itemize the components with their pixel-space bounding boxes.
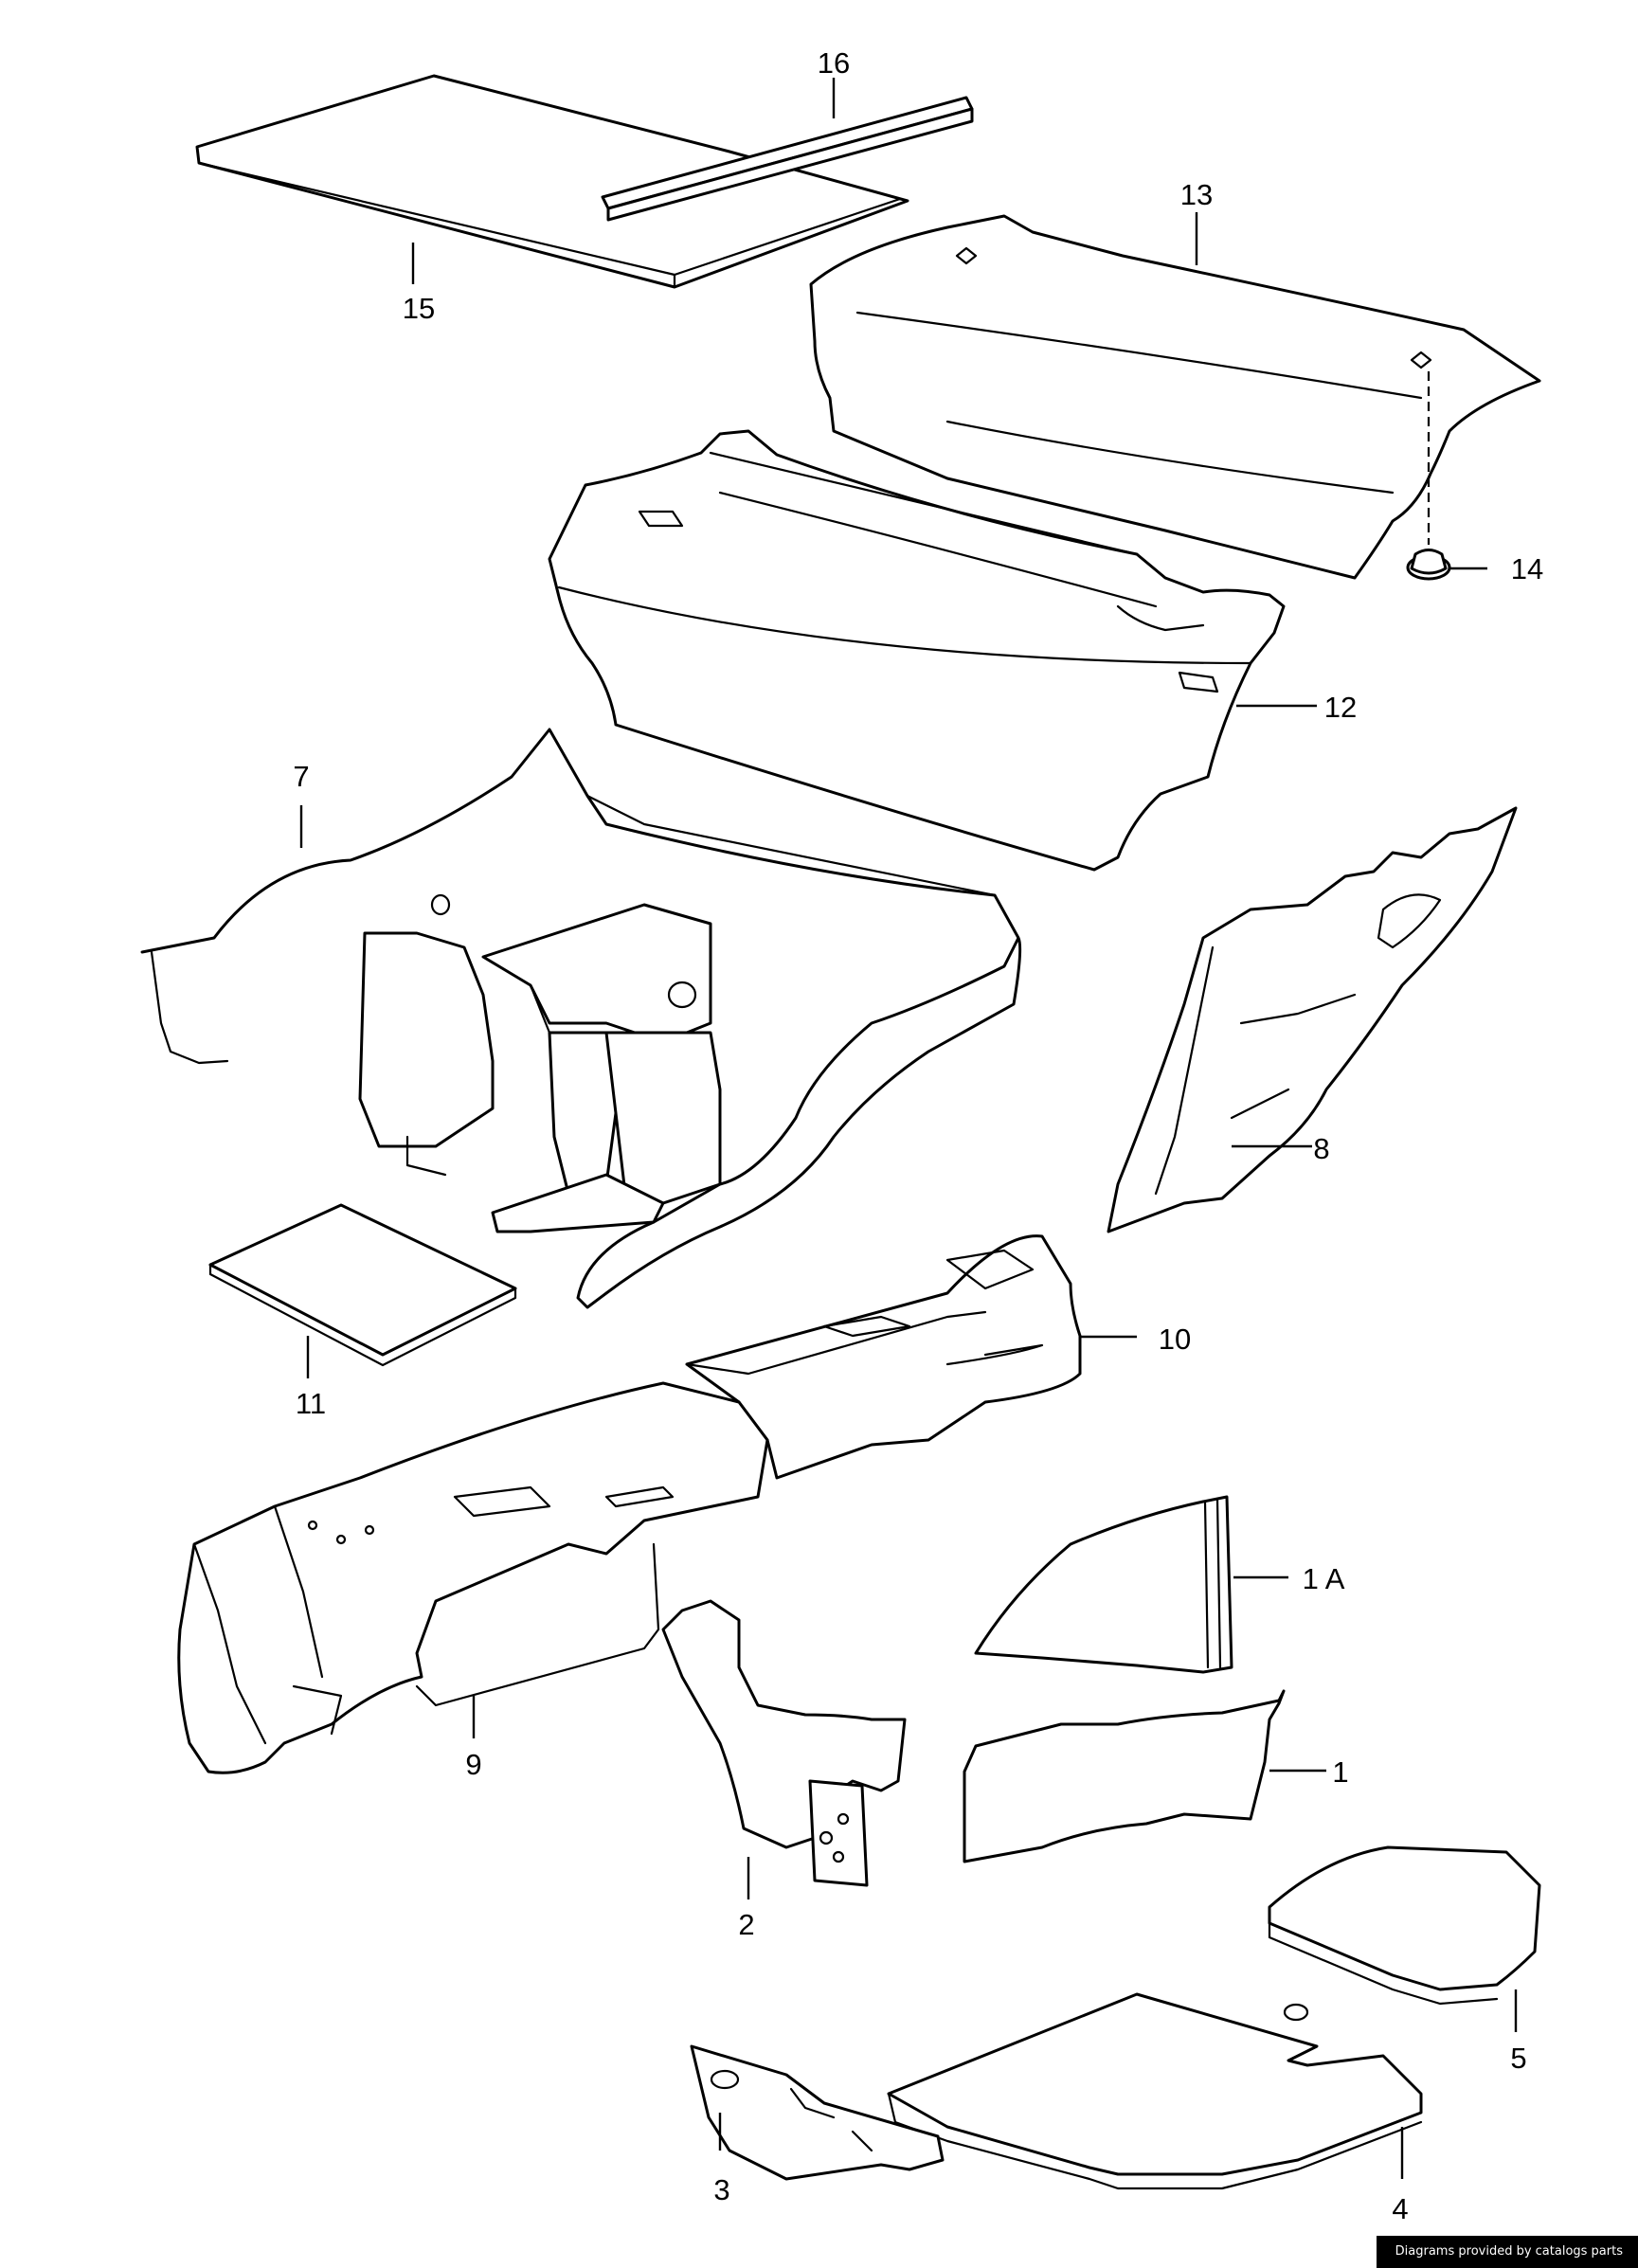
callout-3: 3 [713,2173,729,2206]
part-13-rear-panel-trim [809,214,1541,580]
part-2-bracket-trim [661,1599,907,1887]
callout-9: 9 [465,1748,481,1781]
part-15-shelf-board [195,74,909,289]
callout-1a: 1 A [1303,1562,1345,1595]
part-10-front-tunnel [685,1234,1082,1480]
callout-16: 16 [818,46,850,80]
callout-4: 4 [1392,2192,1408,2225]
callout-15: 15 [403,292,435,325]
leader-lines [299,78,1518,2179]
part-8-side-trim [1107,806,1518,1233]
part-3-bracket [690,2044,945,2181]
callout-2: 2 [738,1908,754,1941]
callout-10: 10 [1159,1323,1191,1356]
callout-13: 13 [1180,178,1213,211]
callout-8: 8 [1313,1132,1329,1165]
part-14-clip [1406,371,1451,581]
callout-5: 5 [1510,2042,1526,2075]
part-12-rear-bulkhead [548,429,1286,872]
callout-labels: 16 15 13 14 12 7 8 10 11 9 1 A 1 2 5 3 4 [293,46,1543,2225]
part-11-mat [208,1203,517,1367]
part-9-tunnel-trim [177,1381,769,1774]
callout-11: 11 [296,1387,326,1420]
part-7-rear-floor-trim [140,728,1022,1309]
part-1-trim [963,1689,1286,1863]
callout-12: 12 [1324,691,1357,724]
callout-14: 14 [1511,552,1543,585]
callout-1: 1 [1332,1755,1348,1789]
part-5-cover-panel [1268,1845,1541,2006]
callout-7: 7 [293,760,309,793]
part-4-floor-panel [887,1992,1423,2190]
part-1a-trim [974,1495,1233,1674]
credit-banner: Diagrams provided by catalogs parts [1376,2236,1638,2268]
part-16-strip [601,96,974,222]
